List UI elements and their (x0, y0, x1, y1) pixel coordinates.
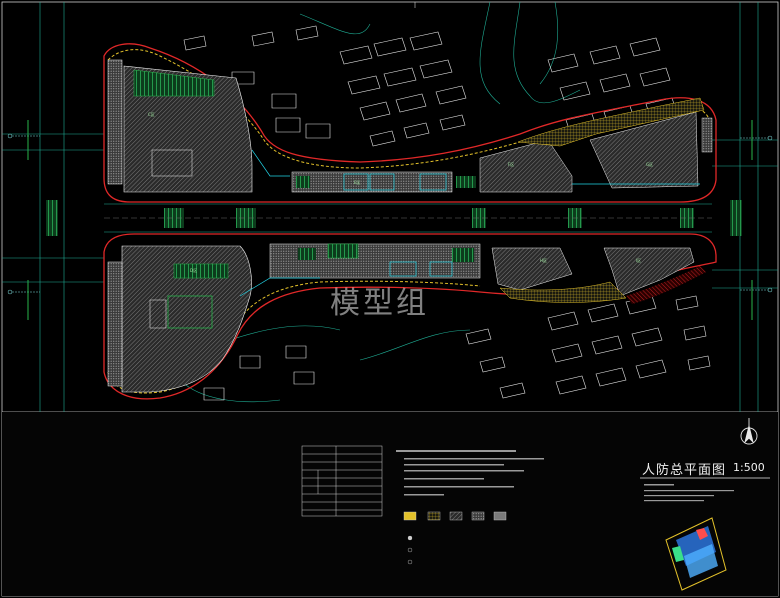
north-civil-defense-complex (103, 43, 717, 203)
drawing-scale: 1:500 (733, 461, 765, 474)
plan-annotations: C区 D区 E区 F区 G区 H区 I区 (148, 112, 653, 273)
svg-text:I区: I区 (636, 258, 641, 263)
area-summary-table (301, 445, 383, 517)
svg-text:H区: H区 (540, 258, 547, 263)
drawing-title: 人防总平面图 (642, 463, 727, 478)
svg-text:G区: G区 (646, 162, 653, 167)
compass-north-icon (740, 418, 758, 445)
svg-text:E区: E区 (354, 180, 361, 185)
vertical-markers (27, 120, 753, 320)
road-network (2, 1, 778, 412)
notes-block (396, 450, 544, 496)
svg-text:D区: D区 (190, 268, 197, 273)
watermark: 模型组 (330, 286, 429, 321)
grid-axis-markers (7, 133, 773, 295)
legend-swatches (403, 511, 507, 565)
central-road (104, 203, 712, 233)
residential-blocks-south (203, 295, 711, 401)
title-notes (644, 484, 734, 502)
location-key-plan-icon (665, 517, 727, 591)
svg-text:C区: C区 (148, 112, 155, 117)
svg-text:F区: F区 (508, 162, 514, 167)
south-civil-defense-complex (103, 233, 717, 400)
